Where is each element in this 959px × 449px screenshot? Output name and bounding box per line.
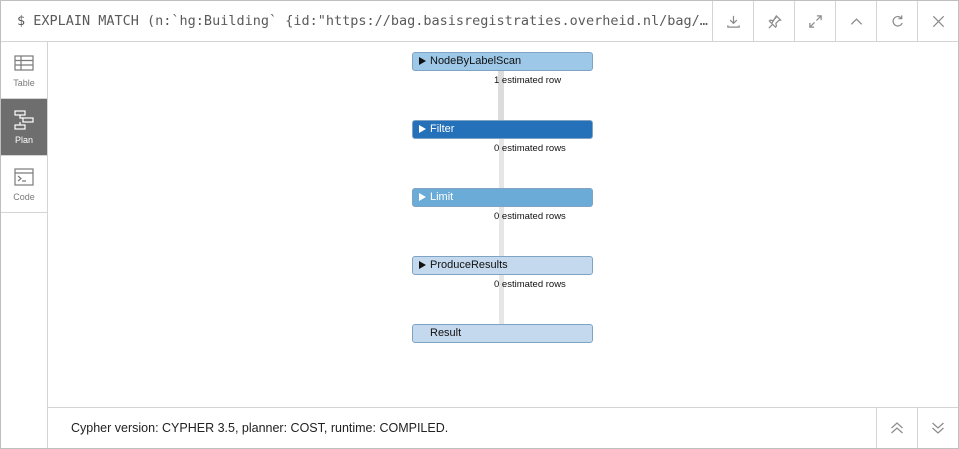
operator-limit[interactable]: Limit (412, 188, 593, 207)
operator-produceresults[interactable]: ProduceResults (412, 256, 593, 275)
operator-label: NodeByLabelScan (430, 55, 522, 67)
code-icon (14, 168, 34, 186)
close-icon (932, 15, 944, 27)
scroll-down-button[interactable] (917, 408, 958, 448)
frame-header: $ EXPLAIN MATCH (n:`hg:Building` {id:"ht… (1, 1, 958, 42)
double-chevron-down-icon (932, 422, 944, 434)
query-text[interactable]: $ EXPLAIN MATCH (n:`hg:Building` {id:"ht… (17, 13, 712, 29)
download-button[interactable] (712, 1, 753, 41)
collapse-button[interactable] (835, 1, 876, 41)
expand-triangle-icon (419, 57, 426, 65)
operator-result[interactable]: Result (412, 324, 593, 343)
query-plan[interactable]: NodeByLabelScan 1 estimated row Filter 0… (48, 42, 958, 407)
cypher-summary: Cypher version: CYPHER 3.5, planner: COS… (71, 421, 449, 435)
scroll-up-button[interactable] (876, 408, 917, 448)
expand-triangle-icon (419, 193, 426, 201)
operator-label: Result (430, 327, 462, 339)
rerun-button[interactable] (876, 1, 917, 41)
operator-row-estimate: 1 estimated row (494, 75, 562, 86)
sidebar-item-label: Plan (14, 135, 33, 145)
operator-filter[interactable]: Filter (412, 120, 593, 139)
close-button[interactable] (917, 1, 958, 41)
operator-label: Limit (430, 191, 454, 203)
sidebar-item-label: Table (13, 78, 35, 88)
plan-connector-thick (498, 69, 504, 139)
frame-footer: Cypher version: CYPHER 3.5, planner: COS… (48, 407, 958, 448)
operator-row-estimate: 0 estimated rows (494, 279, 566, 290)
sidebar-item-label: Code (13, 192, 35, 202)
pin-icon (767, 14, 782, 28)
operator-label: Filter (430, 123, 455, 135)
chevron-up-icon (850, 17, 862, 25)
double-chevron-up-icon (891, 422, 903, 434)
download-icon (726, 15, 740, 28)
operator-label: ProduceResults (430, 259, 508, 271)
fullscreen-button[interactable] (794, 1, 835, 41)
expand-triangle-icon (419, 261, 426, 269)
sidebar-item-plan[interactable]: Plan (1, 99, 47, 156)
operator-row-estimate: 0 estimated rows (494, 143, 566, 154)
operator-nodebylabelscan[interactable]: NodeByLabelScan (412, 52, 593, 71)
plan-icon (14, 110, 34, 130)
view-sidebar: Table Plan Code (1, 42, 48, 448)
sidebar-item-code[interactable]: Code (1, 156, 47, 213)
refresh-icon (892, 14, 903, 27)
expand-triangle-icon (419, 125, 426, 133)
operator-row-estimate: 0 estimated rows (494, 211, 566, 222)
pin-button[interactable] (753, 1, 794, 41)
table-icon (14, 55, 34, 71)
expand-icon (808, 14, 822, 28)
sidebar-item-table[interactable]: Table (1, 42, 47, 99)
